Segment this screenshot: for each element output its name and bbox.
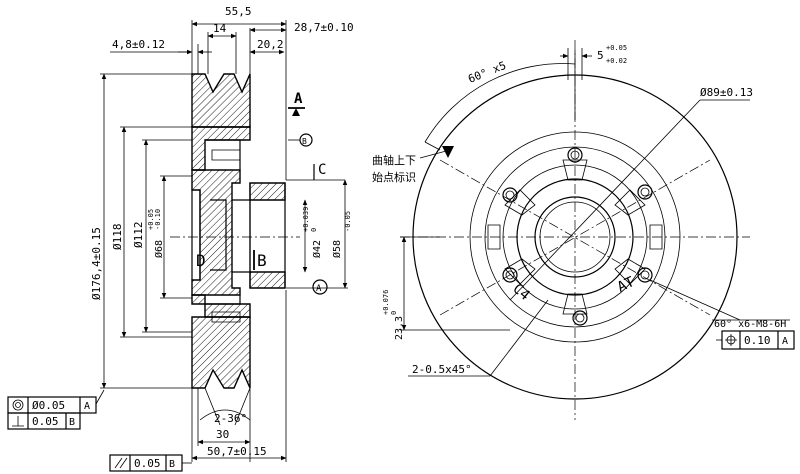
datum-C-label: C	[318, 162, 326, 178]
concentricity-datum: A	[84, 401, 90, 412]
mark-c4: C4	[509, 281, 532, 304]
groove-angle: 2-36°	[214, 412, 247, 425]
perpendicularity-datum: B	[69, 417, 75, 428]
dia-118: Ø118	[111, 224, 124, 251]
concentricity-value: Ø0.05	[32, 399, 65, 412]
tol-frame-parallelism: 0.05 B	[109, 454, 192, 472]
dia-68: Ø68	[153, 240, 165, 258]
datum-D-label: D	[196, 251, 206, 270]
side-section-view: 55,5 14 28,7±0.10 4,8±0.12 20,2 A B C B …	[90, 5, 354, 462]
dim-top-total: 55,5	[225, 5, 252, 18]
front-view: 60° x5 +0.05 5 +0.02 Ø89±0.13 曲轴上下 始点标识 …	[372, 40, 790, 420]
chamfer-note: 2-0.5x45°	[412, 363, 472, 376]
dim-23-tol-lower: 0	[390, 311, 398, 315]
tol-frame-position: 0.10 A	[716, 330, 795, 350]
parallelism-value: 0.05	[134, 457, 161, 470]
dia-58: Ø58	[331, 240, 343, 258]
tol-frame-concentricity: Ø0.05 A	[7, 389, 105, 414]
position-value: 0.10	[744, 334, 771, 347]
datum-B-label: B	[257, 251, 267, 270]
dia-89: Ø89±0.13	[700, 86, 753, 99]
datum-A-circle-label: A	[316, 284, 322, 294]
dia-58-tol: -0.05	[344, 211, 352, 232]
tol-frame-perpendicularity: 0.05 B	[7, 412, 81, 430]
dim-23-tol-upper: +0.076	[382, 290, 390, 315]
dia-112: Ø112	[132, 222, 145, 249]
dim-5-main: 5	[597, 49, 604, 62]
angle-60x5: 60° x5	[466, 59, 508, 86]
note-line2: 始点标识	[372, 170, 416, 184]
perpendicularity-value: 0.05	[32, 415, 59, 428]
dim-4-8: 4,8±0.12	[112, 38, 165, 51]
thread-note: 60° x6-M8-6H	[714, 319, 786, 330]
mark-at: AT	[615, 274, 638, 296]
dia-68-tol-lower: -0.10	[154, 209, 162, 230]
dim-30: 30	[216, 428, 229, 441]
dim-5-upper: +0.05	[606, 44, 627, 52]
datum-A-label: A	[294, 91, 303, 107]
dia-42-tol-lower: 0	[310, 228, 318, 232]
position-datum: A	[782, 336, 788, 347]
dia-42: Ø42	[311, 240, 323, 258]
dim-28-7: 28,7±0.10	[294, 21, 354, 34]
dim-50-7: 50,7±0.15	[207, 445, 267, 458]
parallelism-datum: B	[169, 459, 175, 470]
dim-5-lower: +0.02	[606, 57, 627, 65]
dim-14: 14	[213, 22, 227, 35]
datum-B-circle-label: B	[302, 137, 307, 146]
dim-23-3: 23,3	[394, 316, 405, 340]
dia-176: Ø176,4±0.15	[90, 227, 103, 300]
dim-20-2: 20,2	[257, 38, 284, 51]
pulley-section-hatching	[191, 73, 286, 389]
dia-42-tol-upper: +0.039	[302, 207, 310, 232]
dia-68-tol-upper: +0.05	[147, 209, 155, 230]
note-line1: 曲轴上下	[372, 153, 416, 167]
